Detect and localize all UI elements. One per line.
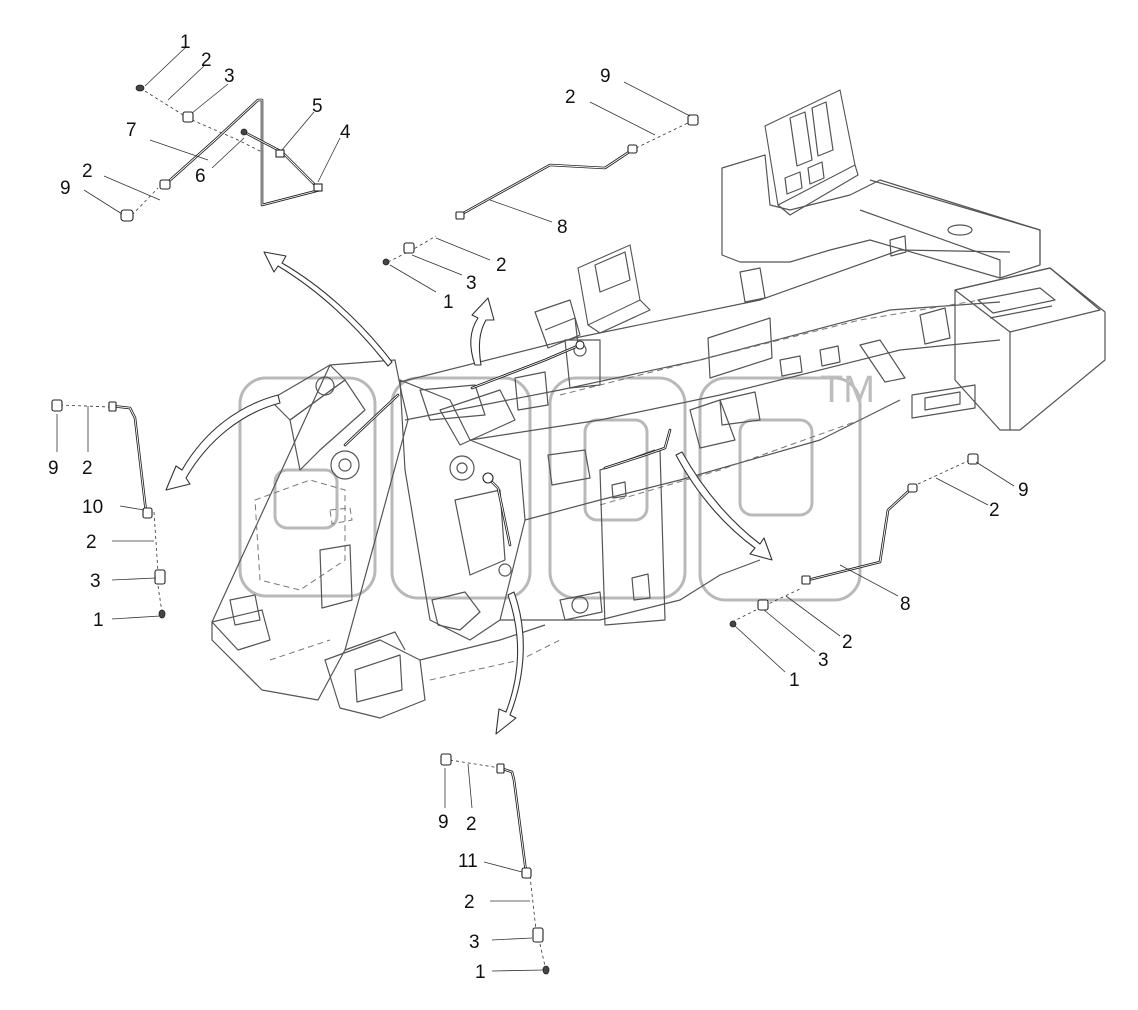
callout-tr-2b: 2 xyxy=(496,255,507,276)
arrow-to-left-detail xyxy=(165,394,281,491)
detail-left: 9 2 10 2 3 1 xyxy=(48,399,166,631)
callout-r-2b: 2 xyxy=(842,632,853,653)
callout-l-2a: 2 xyxy=(82,458,93,479)
callout-l-2b: 2 xyxy=(86,532,97,553)
callout-tr-1: 1 xyxy=(443,292,454,313)
watermark-logo: TM xyxy=(238,369,875,602)
arrow-to-top-left-detail xyxy=(263,251,393,367)
callout-tr-8: 8 xyxy=(557,217,568,238)
callout-tl-6: 6 xyxy=(195,166,206,187)
detail-top-right: 9 2 8 2 3 1 xyxy=(382,66,699,313)
detail-top-left: 1 2 3 5 7 4 6 2 9 xyxy=(60,32,351,222)
callout-l-3: 3 xyxy=(90,571,101,592)
callout-l-9: 9 xyxy=(48,458,59,479)
callout-tl-9: 9 xyxy=(60,178,71,199)
callout-tr-9: 9 xyxy=(600,66,611,87)
callout-r-3: 3 xyxy=(818,650,829,671)
callout-tr-3: 3 xyxy=(466,273,477,294)
callout-tl-4: 4 xyxy=(340,122,351,143)
watermark-tm-text: TM xyxy=(820,369,875,411)
loader-frame xyxy=(211,89,1106,719)
callout-tr-2: 2 xyxy=(565,87,576,108)
callout-tl-7: 7 xyxy=(126,120,137,141)
callout-l-10: 10 xyxy=(82,497,103,518)
callout-r-8: 8 xyxy=(900,594,911,615)
detail-right: 9 2 8 2 3 1 xyxy=(729,453,1029,691)
callout-b-3: 3 xyxy=(469,932,480,953)
frame-grease-lines xyxy=(343,340,672,547)
arrow-to-right-detail xyxy=(675,451,773,561)
callout-b-11: 11 xyxy=(458,851,478,872)
callout-tl-2a: 2 xyxy=(201,50,212,71)
detail-arrows xyxy=(165,251,773,735)
callout-tl-1: 1 xyxy=(180,32,191,53)
callout-tl-5: 5 xyxy=(312,96,323,117)
callout-r-2a: 2 xyxy=(989,500,1000,521)
callout-b-2b: 2 xyxy=(464,892,475,913)
detail-bottom: 9 2 11 2 3 1 xyxy=(438,753,550,983)
callout-r-9: 9 xyxy=(1018,480,1029,501)
callout-b-2a: 2 xyxy=(466,814,477,835)
callout-b-1: 1 xyxy=(475,962,486,983)
callout-l-1: 1 xyxy=(93,610,104,631)
callout-b-9: 9 xyxy=(438,812,449,833)
arrow-to-bottom-detail xyxy=(495,591,524,735)
callout-r-1: 1 xyxy=(789,670,800,691)
callout-tl-2b: 2 xyxy=(82,161,93,182)
arrow-to-top-right-detail xyxy=(470,297,495,366)
callout-tl-3: 3 xyxy=(224,66,235,87)
